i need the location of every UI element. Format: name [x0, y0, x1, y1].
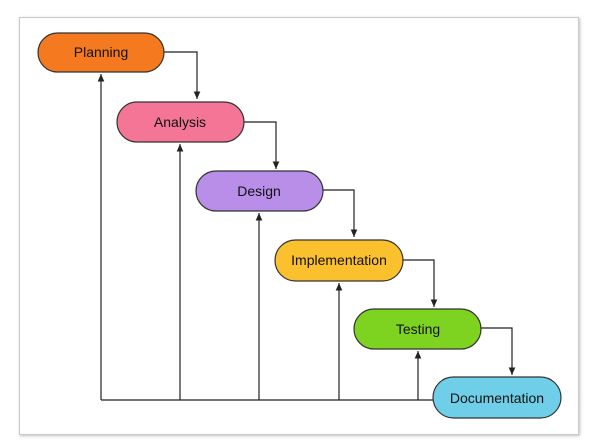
stage-design-shape	[195, 170, 324, 212]
forward-connectors	[164, 51, 516, 375]
connector-implementation-to-testing	[403, 259, 438, 307]
stage-planning-shape	[37, 32, 165, 73]
stage-testing: Testing	[353, 308, 482, 350]
stage-design: Design	[195, 170, 324, 212]
feedback-connectors	[97, 74, 433, 401]
stage-design-label: Design	[237, 183, 281, 199]
connector-planning-to-analysis	[164, 51, 201, 99]
connector-analysis-to-design	[244, 121, 280, 169]
stage-planning-label: Planning	[74, 44, 129, 60]
stage-analysis: Analysis	[116, 101, 245, 143]
stage-testing-label: Testing	[396, 321, 440, 337]
stage-planning: Planning	[37, 32, 165, 73]
stage-testing-shape	[353, 308, 482, 350]
connector-design-to-implementation	[323, 189, 358, 237]
stage-implementation-shape	[274, 239, 404, 282]
stage-analysis-label: Analysis	[154, 114, 206, 130]
stage-documentation-label: Documentation	[450, 390, 544, 406]
stage-documentation-shape	[432, 376, 562, 419]
stage-analysis-shape	[116, 101, 245, 143]
diagram-frame	[19, 17, 579, 435]
stage-documentation: Documentation	[432, 376, 562, 419]
stage-implementation-label: Implementation	[291, 252, 387, 268]
stage-implementation: Implementation	[274, 239, 404, 282]
connector-testing-to-documentation	[481, 327, 516, 375]
